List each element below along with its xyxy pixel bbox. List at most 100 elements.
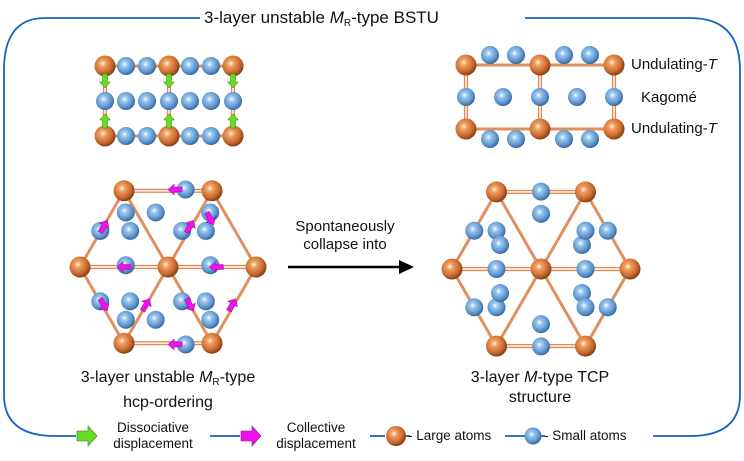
small-atom bbox=[117, 127, 135, 145]
small-atom bbox=[491, 235, 510, 254]
small-atom bbox=[605, 88, 623, 106]
m-type-tcp-top-view bbox=[441, 181, 641, 357]
collective-arrow-icon bbox=[183, 297, 196, 312]
legend-dissociative: Dissociative displacement bbox=[98, 420, 208, 452]
caption-italic: M bbox=[524, 369, 538, 386]
title-italic: M bbox=[329, 8, 344, 27]
large-atom bbox=[530, 258, 552, 280]
arrow-shape bbox=[98, 73, 112, 89]
arrow-shape bbox=[116, 260, 132, 274]
small-atom bbox=[196, 221, 215, 240]
small-atom bbox=[481, 130, 499, 148]
arrow-shape bbox=[209, 260, 224, 274]
small-atom bbox=[116, 203, 135, 222]
arrow-shape bbox=[167, 183, 183, 196]
arrow-shape bbox=[226, 73, 240, 89]
legend-line1: Collective bbox=[286, 420, 346, 435]
small-atom bbox=[576, 221, 595, 240]
large-atom bbox=[619, 258, 641, 280]
small-atom bbox=[196, 292, 215, 311]
arrow-shape bbox=[183, 297, 196, 312]
large-atom bbox=[603, 118, 625, 140]
large-atom bbox=[603, 54, 625, 76]
caption-suffix: -type bbox=[219, 369, 256, 386]
legend-small-atoms: - Small atoms bbox=[544, 428, 627, 443]
label-undulating-t-top: Undulating-T bbox=[631, 56, 717, 74]
small-atom bbox=[465, 298, 484, 317]
small-atom bbox=[555, 46, 573, 64]
arrow-shape bbox=[167, 338, 183, 351]
frame-border bbox=[3, 17, 200, 437]
small-atom bbox=[465, 221, 484, 240]
small-atom bbox=[181, 92, 199, 110]
bond bbox=[210, 190, 258, 268]
dissociative-arrow-icon bbox=[98, 113, 112, 129]
caption-subscript: R bbox=[212, 377, 220, 388]
caption-prefix: 3-layer unstable bbox=[80, 369, 200, 386]
collective-arrow-icon bbox=[167, 183, 183, 196]
small-atom bbox=[494, 88, 512, 106]
arrow-label-line2: collapse into bbox=[303, 236, 387, 253]
arrow-shape bbox=[139, 298, 152, 313]
small-atom bbox=[581, 46, 599, 64]
collective-arrow-icon bbox=[116, 260, 132, 274]
large-atom bbox=[529, 54, 551, 76]
collective-arrow-icon bbox=[204, 210, 216, 225]
bond bbox=[495, 191, 543, 270]
bond bbox=[495, 268, 543, 347]
dissociative-arrow-icon bbox=[162, 113, 176, 129]
small-atom bbox=[146, 310, 165, 329]
large-atom bbox=[575, 335, 596, 357]
small-atom bbox=[138, 57, 156, 75]
small-atom bbox=[507, 46, 525, 64]
large-atom bbox=[455, 54, 477, 76]
small-atom bbox=[572, 284, 591, 303]
label-kagome: Kagomé bbox=[641, 89, 697, 106]
small-atom bbox=[181, 57, 199, 75]
small-atom bbox=[507, 130, 525, 148]
small-atom bbox=[121, 292, 140, 311]
arrow-shape bbox=[183, 220, 196, 235]
collective-arrow-icon bbox=[226, 298, 238, 313]
dissociative-arrow-icon bbox=[226, 113, 240, 129]
small-atom bbox=[138, 92, 156, 110]
mr-type-hcp-ordering-top-view bbox=[69, 180, 267, 354]
collective-arrow-icon bbox=[139, 298, 152, 313]
large-atom bbox=[486, 181, 507, 203]
large-atom bbox=[245, 256, 267, 278]
small-atom bbox=[531, 88, 549, 106]
arrow-shape bbox=[98, 113, 112, 129]
small-atom bbox=[202, 57, 220, 75]
small-atom bbox=[176, 180, 195, 199]
legend-line1: Dissociative bbox=[116, 420, 190, 435]
small-atom bbox=[532, 337, 550, 356]
large-atom bbox=[113, 180, 135, 202]
title-subscript: R bbox=[343, 18, 352, 29]
arrow-label-line1: Spontaneously bbox=[295, 218, 395, 235]
small-atom bbox=[121, 221, 140, 240]
large-atom bbox=[441, 258, 463, 280]
collapse-arrow-label: Spontaneously collapse into bbox=[280, 218, 410, 254]
dissociative-arrow-icon bbox=[162, 73, 176, 89]
large-atom bbox=[222, 55, 244, 77]
arrow-shape bbox=[226, 113, 240, 129]
large-atom bbox=[158, 55, 180, 77]
small-atom bbox=[224, 92, 242, 110]
mr-type-side-view bbox=[94, 55, 244, 147]
green-arrow-icon bbox=[76, 425, 98, 447]
caption-italic: M bbox=[199, 369, 213, 386]
small-atom bbox=[96, 92, 114, 110]
small-atom bbox=[532, 182, 550, 201]
caption-prefix: 3-layer bbox=[470, 369, 525, 386]
small-atom bbox=[487, 221, 506, 240]
small-atom bbox=[532, 315, 550, 334]
m-type-side-view bbox=[455, 46, 625, 148]
caption-line2: hcp-ordering bbox=[123, 394, 213, 411]
label-text: Undulating- bbox=[631, 56, 708, 73]
right-structure-caption: 3-layer M-type TCP structure bbox=[420, 368, 660, 408]
small-atom bbox=[181, 127, 199, 145]
small-atom bbox=[173, 221, 192, 240]
left-structure-caption: 3-layer unstable MR-type hcp-ordering bbox=[28, 368, 308, 413]
collective-arrow-icon bbox=[167, 338, 183, 351]
small-atom bbox=[117, 92, 135, 110]
